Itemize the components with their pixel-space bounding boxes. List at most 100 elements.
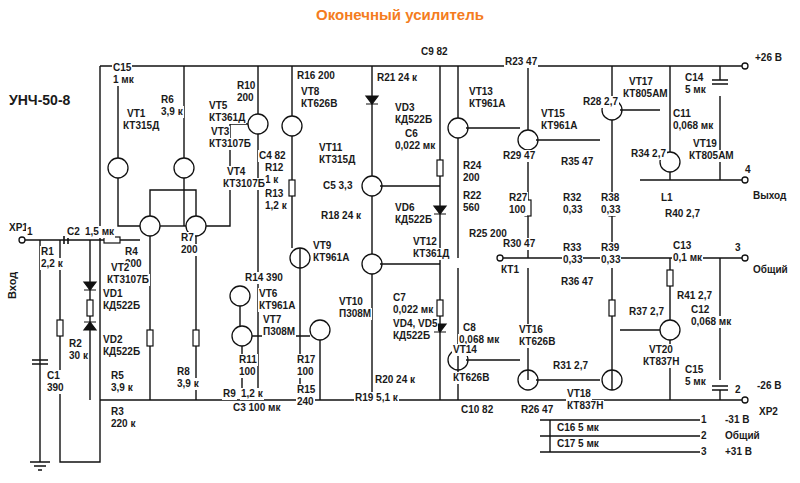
- component-label: C11: [672, 108, 692, 120]
- component-label: КТ361Д: [208, 112, 246, 124]
- component-label: +31 В: [724, 446, 753, 458]
- component-label: R33: [562, 242, 582, 254]
- component-label: R16 200: [296, 70, 336, 82]
- component-label: R24: [462, 160, 482, 172]
- component-label: VT10: [338, 296, 364, 308]
- component-label: 1,5 мк: [84, 226, 115, 238]
- component-label: 0,33: [562, 254, 583, 266]
- component-label: R40 2,7: [664, 208, 701, 220]
- component-label: C5 3,3: [322, 180, 353, 192]
- component-label: КД522Б: [102, 300, 141, 312]
- component-label: 5 мк: [684, 376, 707, 388]
- component-label: 3,9 к: [160, 106, 184, 118]
- component-label: 0,068 мк: [690, 316, 732, 328]
- component-label: 2: [734, 384, 742, 396]
- component-label: -26 В: [756, 380, 782, 392]
- component-label: КТ3107Б: [106, 274, 150, 286]
- component-label: КТ805АМ: [688, 150, 735, 162]
- component-label: R20 24 к: [374, 374, 416, 386]
- component-label: VT19: [692, 138, 718, 150]
- component-label: R9: [222, 388, 237, 400]
- component-label: КТ961А: [540, 120, 578, 132]
- component-label: R6: [160, 94, 175, 106]
- component-label: 1,2 к: [240, 388, 264, 400]
- component-label: КТ961А: [312, 252, 350, 264]
- component-label: КТ961А: [258, 300, 296, 312]
- component-label: 3,9 к: [176, 378, 200, 390]
- component-label: 1: [26, 226, 34, 238]
- component-label: C12: [690, 304, 710, 316]
- component-label: 100: [238, 366, 257, 378]
- component-label: R1: [40, 246, 55, 258]
- component-label: 2,2 к: [40, 258, 64, 270]
- component-label: КТ3107Б: [222, 178, 266, 190]
- component-label: КТ961А: [468, 98, 506, 110]
- component-label: КД522Б: [102, 346, 141, 358]
- component-label: R17: [296, 354, 316, 366]
- component-label: VD6: [394, 202, 415, 214]
- component-label: Общий: [752, 264, 789, 276]
- component-label: VT17: [628, 76, 654, 88]
- component-label: R36 47: [560, 276, 594, 288]
- component-label: VT14: [452, 344, 478, 356]
- component-label: 200: [236, 92, 255, 104]
- component-label: C2: [66, 226, 81, 238]
- component-label: КТ1: [500, 264, 520, 276]
- component-label: КТ805АМ: [622, 88, 669, 100]
- component-label: C15: [684, 364, 704, 376]
- component-label: 390: [46, 382, 65, 394]
- component-label: 100: [296, 366, 315, 378]
- component-label: 1 мк: [112, 74, 135, 86]
- component-label: VT6: [258, 288, 278, 300]
- component-label: 4: [744, 164, 752, 176]
- component-label: R22: [462, 190, 482, 202]
- component-label: R41 2,7: [676, 290, 713, 302]
- component-label: R21 24 к: [376, 72, 418, 84]
- component-label: R34 2,7: [630, 148, 667, 160]
- component-label: КТ315Д: [122, 120, 160, 132]
- component-label: КТ361Д: [412, 248, 450, 260]
- component-label: R5: [110, 370, 125, 382]
- component-label: Общий: [724, 430, 761, 442]
- component-label: VT3: [210, 126, 230, 138]
- component-label: 0,33: [600, 204, 621, 216]
- component-label: П308М: [262, 326, 296, 338]
- component-label: 30 к: [68, 350, 89, 362]
- component-label: R27: [508, 192, 528, 204]
- component-label: 100: [508, 204, 527, 216]
- component-label: C4 82: [258, 150, 287, 162]
- component-label: 200: [180, 244, 199, 256]
- component-label: VT18: [566, 388, 592, 400]
- component-label: C15: [112, 62, 132, 74]
- component-label: C9 82: [420, 46, 449, 58]
- component-label: VD3: [394, 102, 415, 114]
- component-label: КД522Б: [394, 114, 433, 126]
- component-label: 2: [700, 430, 708, 442]
- component-label: R38: [600, 192, 620, 204]
- component-label: R39: [600, 242, 620, 254]
- component-label: VT9: [312, 240, 332, 252]
- component-label: R14 390: [244, 272, 284, 284]
- component-label: VT7: [262, 314, 282, 326]
- component-label: 0,068 мк: [672, 120, 714, 132]
- component-label: КТ626В: [452, 372, 490, 384]
- component-label: R7: [180, 232, 195, 244]
- component-label: Вход: [6, 271, 18, 300]
- component-label: VT12: [412, 236, 438, 248]
- component-label: R30 47: [502, 238, 536, 250]
- component-label: П308М: [338, 308, 372, 320]
- component-label: КТ626В: [300, 98, 338, 110]
- component-label: 3: [734, 242, 742, 254]
- component-label: 3: [700, 446, 708, 458]
- component-label: 0,022 мк: [392, 304, 434, 316]
- component-label: КТ626В: [518, 336, 556, 348]
- component-label: R26 47: [520, 404, 554, 416]
- component-label: R15: [296, 384, 316, 396]
- component-label: VT11: [318, 142, 343, 154]
- component-label: VT20: [648, 344, 674, 356]
- component-label: КТ837Н: [566, 400, 604, 412]
- component-label: R23 47: [504, 56, 538, 68]
- component-label: 5 мк: [684, 84, 707, 96]
- component-label: R35 47: [560, 156, 594, 168]
- component-label: 240: [296, 396, 315, 408]
